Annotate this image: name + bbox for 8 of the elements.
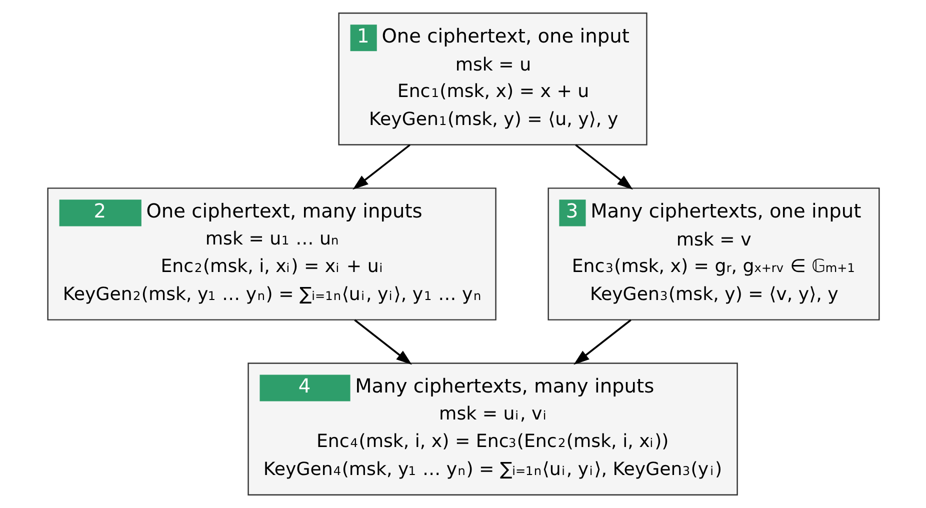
node-box: 3 Many ciphertexts, one input msk = v Enc3(msk, x) = gr, gx+rv ∈ 𝔾m+1 KeyGen3(msk, y) = ⟨v, y⟩, y [547, 188, 880, 320]
node-box: 2 One ciphertext, many inputs msk = u1 … un Enc2(msk, i, xi) = xi + ui KeyGen2(msk, y1 … yn) = ∑i=1n⟨ui, yi⟩, y1 … yn [46, 188, 496, 320]
node-box: 1 One ciphertext, one input msk = u Enc1(msk, x) = x + u KeyGen1(msk, y) = ⟨u, y⟩, y [338, 12, 647, 146]
arrow [352, 144, 410, 190]
arrow [574, 144, 632, 190]
node-box: 4 Many ciphertexts, many inputs msk = ui, vi Enc4(msk, i, x) = Enc3(Enc2(msk, i, xi)) KeyGen4(msk, y1 … yn) = ∑i=1n⟨ui, yi⟩, KeyGen3(yi) [247, 362, 738, 496]
arrow [354, 319, 412, 365]
arrow [573, 319, 631, 365]
